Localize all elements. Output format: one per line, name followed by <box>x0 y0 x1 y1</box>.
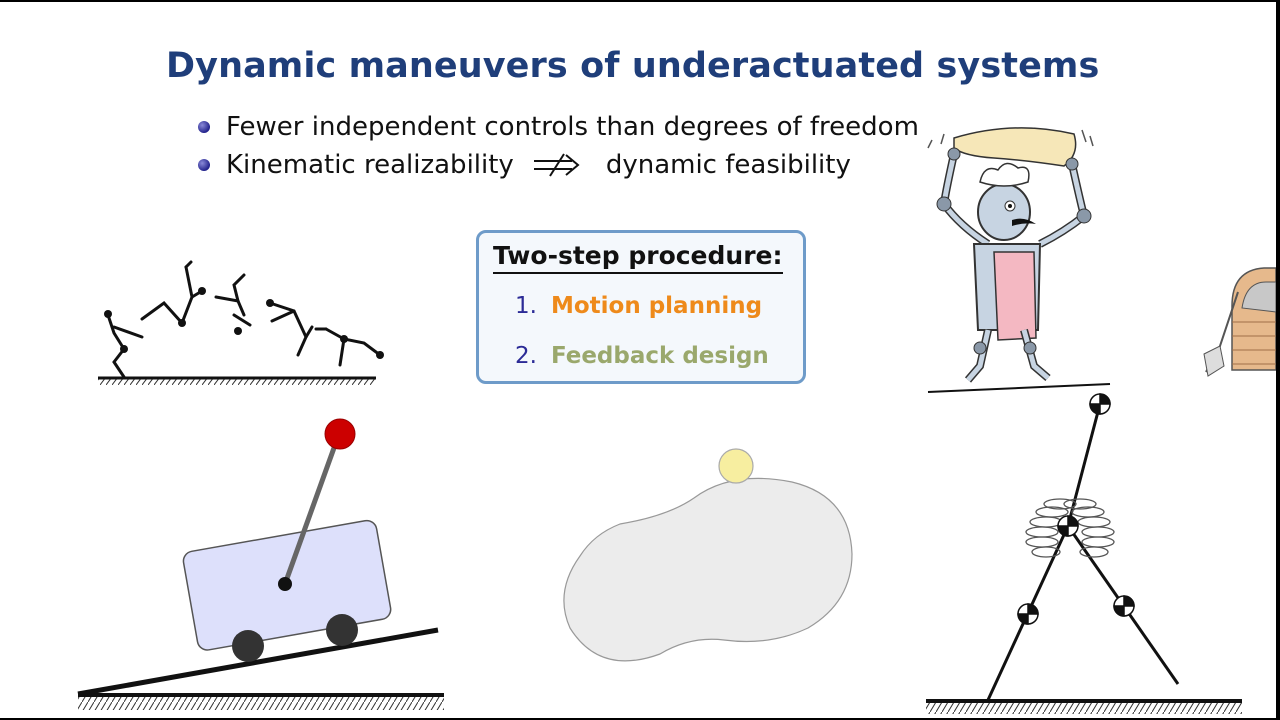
bullet-icon <box>198 159 210 171</box>
cart-pendulum-on-incline <box>77 418 444 710</box>
bullet-item: Fewer independent controls than degrees … <box>198 112 919 142</box>
procedure-step: 1. Motion planning <box>515 293 762 319</box>
step-number: 2. <box>515 343 537 369</box>
procedure-title: Two-step procedure: <box>493 241 783 274</box>
bullet-item: Kinematic realizability dynamic feasibil… <box>198 150 851 180</box>
gymnast-flip-sequence <box>98 260 384 385</box>
procedure-box: Two-step procedure: 1. Motion planning 2.… <box>476 230 806 384</box>
bullet-text-after: dynamic feasibility <box>605 150 851 180</box>
step-label: Feedback design <box>550 343 769 369</box>
pizza-chef-robot <box>927 127 1276 393</box>
step-label: Motion planning <box>550 293 763 319</box>
bullet-text-before: Kinematic realizability <box>226 150 514 180</box>
ball-on-rotating-body <box>563 448 853 662</box>
bullet-text: Fewer independent controls than degrees … <box>226 112 919 142</box>
bullet-icon <box>198 121 210 133</box>
slide-title: Dynamic maneuvers of underactuated syste… <box>166 46 1100 86</box>
not-implies-symbol <box>533 153 580 177</box>
step-number: 1. <box>515 293 537 319</box>
spring-legged-walker <box>926 393 1242 714</box>
procedure-step: 2. Feedback design <box>515 343 769 369</box>
